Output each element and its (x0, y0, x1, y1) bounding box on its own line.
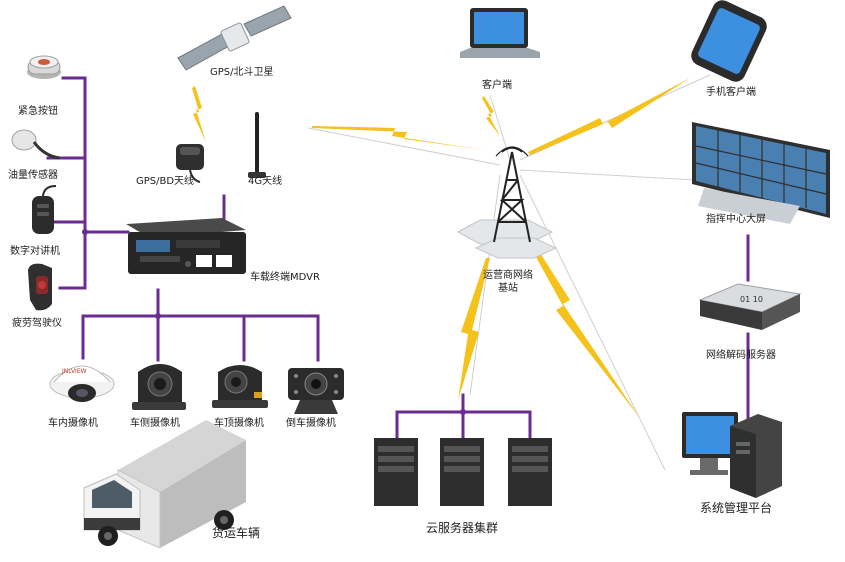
label-phone-client: 手机客户端 (706, 87, 756, 98)
interior-camera-icon (49, 365, 115, 402)
phone-icon (691, 0, 767, 82)
bus-cloud-cluster (395, 393, 532, 440)
junction-cloud (460, 409, 466, 415)
roof-camera-icon (212, 365, 268, 408)
label-laptop-client: 客户端 (482, 80, 512, 91)
cloud-server-2 (440, 438, 484, 506)
link-phone-tower (519, 74, 711, 161)
label-satellite: GPS/北斗卫星 (210, 67, 274, 78)
bolt-tower-cloud (458, 258, 490, 400)
label-emergency-button: 紧急按钮 (18, 106, 58, 117)
label-mgmt-platform: 系统管理平台 (700, 501, 773, 515)
link-laptop-tower (489, 94, 511, 161)
label-intercom: 数字对讲机 (10, 246, 60, 257)
label-cam-interior: 车内摄像机 (48, 418, 98, 429)
decoder-server-icon: 01 10 (698, 283, 802, 330)
fatigue-monitor-icon (28, 263, 52, 311)
satellite-icon (177, 5, 292, 71)
label-base-station-line1: 运营商网络 (483, 270, 533, 281)
bolt-phone-tower (528, 78, 690, 155)
label-mdvr: 车载终端MDVR (250, 272, 320, 283)
management-platform-icon (682, 412, 782, 498)
label-truck: 货运车辆 (212, 526, 261, 540)
bolt-antenna-tower (312, 126, 485, 150)
junction-cameras (155, 313, 161, 319)
laptop-icon (460, 8, 540, 58)
bus-lines (38, 76, 750, 440)
link-tower-cloud (469, 174, 501, 396)
decoder-code-text: 01 10 (740, 295, 763, 304)
fuel-sensor-icon (11, 129, 61, 160)
cloud-server-1 (374, 438, 418, 506)
emergency-button-icon (27, 55, 61, 79)
label-cam-side: 车侧摄像机 (130, 418, 180, 429)
label-fuel-sensor: 油量传感器 (8, 170, 58, 181)
bolt-satellite-gps (192, 86, 206, 142)
bus-sensor-trunk (58, 76, 87, 290)
label-fatigue-monitor: 疲劳驾驶仪 (12, 318, 62, 329)
bolt-laptop-tower (482, 96, 500, 136)
bus-junctions (82, 229, 466, 415)
bolt-tower-mgmt (531, 245, 640, 418)
signal-bolts (192, 78, 690, 418)
video-wall-icon (692, 122, 830, 224)
side-camera-icon (132, 364, 186, 410)
link-tower-mgmt (519, 174, 666, 471)
intercom-icon (32, 185, 57, 234)
thin-links (307, 74, 711, 471)
cloud-server-3 (508, 438, 552, 506)
mdvr-icon (126, 218, 246, 274)
reverse-camera-icon (288, 368, 344, 414)
label-4g-antenna: 4G天线 (248, 176, 283, 187)
label-gps-antenna: GPS/BD天线 (136, 176, 195, 187)
bus-camera-drops (81, 314, 320, 362)
gps-antenna-icon (176, 144, 204, 183)
label-cam-roof: 车顶摄像机 (214, 418, 264, 429)
label-cam-reverse: 倒车摄像机 (286, 418, 336, 429)
label-base-station-line2: 基站 (498, 283, 518, 294)
label-command-screen: 指挥中心大屏 (706, 214, 766, 225)
camera-brand-text: JNLVIEW (61, 368, 87, 375)
truck-icon (83, 420, 246, 549)
label-cloud-cluster: 云服务器集群 (426, 521, 499, 535)
link-antenna-tower (307, 127, 501, 166)
4g-antenna-icon (248, 112, 266, 178)
cell-tower-icon (456, 146, 558, 259)
junction-sensors (82, 229, 88, 235)
label-decode-server: 网络解码服务器 (706, 350, 776, 361)
link-tower-screen (519, 169, 696, 181)
